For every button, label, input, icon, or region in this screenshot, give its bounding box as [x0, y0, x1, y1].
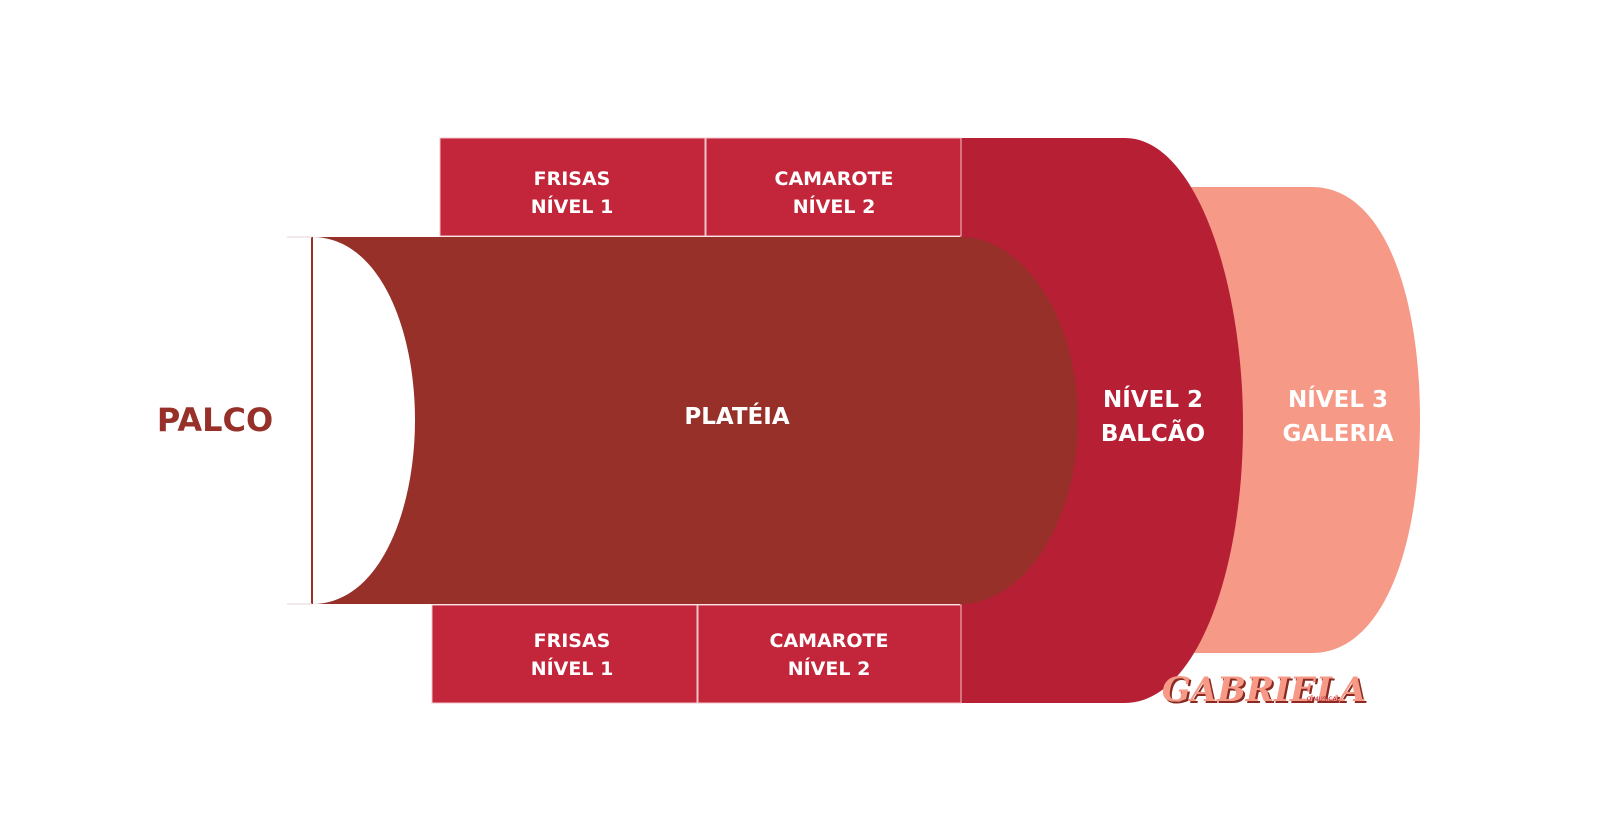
camarote-top-line2: NÍVEL 2 — [793, 195, 876, 218]
section-camarote-top[interactable] — [705, 137, 962, 237]
frisas-bottom-line1: FRISAS — [534, 630, 611, 652]
gabriela-logo: GABRIELA GABRIELA O MUSICAL — [1162, 670, 1369, 712]
galeria-line2: GALERIA — [1282, 421, 1393, 447]
logo-subtitle: O MUSICAL — [1307, 696, 1341, 703]
camarote-bottom-line1: CAMAROTE — [770, 630, 889, 652]
camarote-bottom-line2: NÍVEL 2 — [788, 657, 871, 680]
section-frisas-bottom[interactable] — [431, 604, 698, 704]
balcao-line1: NÍVEL 2 — [1103, 385, 1203, 413]
balcao-line2: BALCÃO — [1101, 419, 1205, 447]
galeria-line1: NÍVEL 3 — [1288, 385, 1388, 413]
frisas-top-line1: FRISAS — [534, 168, 611, 190]
section-camarote-bottom[interactable] — [697, 604, 962, 704]
section-frisas-top[interactable] — [439, 137, 706, 237]
stage-curve — [312, 237, 415, 604]
camarote-top-line1: CAMAROTE — [775, 168, 894, 190]
stage-label: PALCO — [157, 401, 273, 439]
frisas-top-line2: NÍVEL 1 — [531, 195, 614, 218]
logo-title: GABRIELA — [1162, 670, 1367, 710]
platea-label: PLATÉIA — [684, 402, 789, 430]
frisas-bottom-line2: NÍVEL 1 — [531, 657, 614, 680]
logo-title-shadow: GABRIELA — [1164, 672, 1369, 712]
section-platea[interactable] — [312, 237, 1078, 604]
